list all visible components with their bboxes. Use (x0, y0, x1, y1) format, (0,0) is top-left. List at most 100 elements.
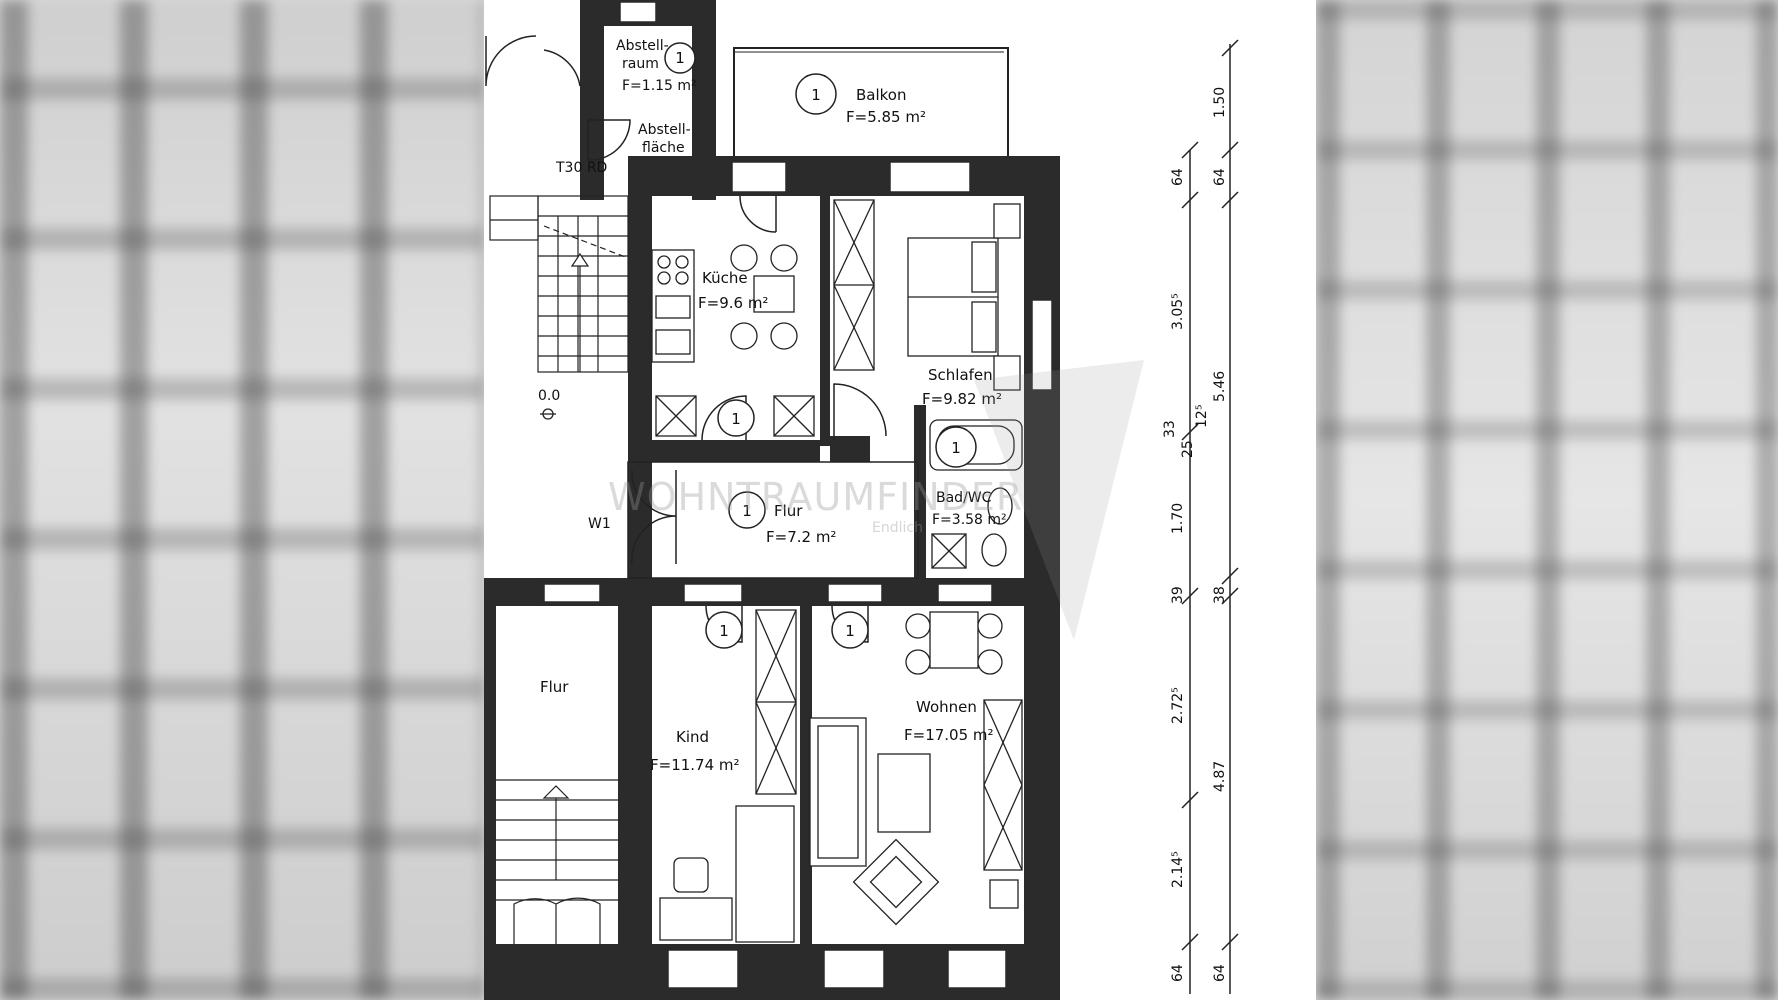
door-swing (543, 49, 581, 87)
window (667, 949, 739, 989)
room-marker (717, 399, 755, 437)
window-w1-door (631, 469, 677, 565)
wall (830, 436, 870, 462)
room-name-flur: Flur (774, 502, 803, 520)
shelf-cross (983, 784, 1023, 871)
dim-tick (1221, 587, 1239, 605)
marker-number: 1 (951, 439, 961, 457)
marker-number: 1 (719, 622, 729, 640)
room-name-kueche: Küche (702, 269, 748, 287)
wall (628, 160, 652, 580)
dimension-labels: 64 3.05⁵ 33 25 12⁵ 1.70 39 2.72⁵ 2.14⁵ 6… (1162, 87, 1228, 982)
wardrobe-cross (833, 199, 875, 286)
room-name-abstellflaeche-2: fläche (642, 140, 685, 156)
room-area-wohnen: F=17.05 m² (904, 726, 994, 744)
dim-label: 39 (1170, 586, 1186, 604)
dim-label: 64 (1212, 964, 1228, 982)
window-openings (543, 1, 1053, 989)
dim-label: 64 (1170, 964, 1186, 982)
dim-label: 1.50 (1212, 87, 1228, 118)
room-area-schlafen: F=9.82 m² (922, 390, 1002, 408)
kid-bed (735, 805, 795, 943)
room-name-abstellflaeche-1: Abstell- (638, 122, 691, 138)
dim-label: 1.70 (1170, 503, 1186, 534)
dim-tick (1181, 141, 1199, 159)
stove-burner (657, 255, 671, 269)
dim-label: 64 (1170, 168, 1186, 186)
cabinet-cross (655, 395, 697, 437)
cabinet-cross (773, 395, 815, 437)
room-area-bad: F=3.58 m² (932, 512, 1007, 528)
room-area-kueche: F=9.6 m² (698, 294, 768, 312)
chair (770, 244, 798, 272)
wardrobe-cross (755, 701, 797, 795)
marker-number: 1 (731, 410, 741, 428)
doors (485, 35, 887, 643)
window-label-w1: W1 (588, 516, 611, 532)
dim-label: 2.14⁵ (1170, 851, 1186, 888)
stove-burner (675, 255, 689, 269)
dim-label: 64 (1212, 168, 1228, 186)
dim-tick (1181, 587, 1199, 605)
wardrobe-cross (755, 609, 797, 703)
window (937, 583, 993, 603)
blurred-background-left (0, 0, 484, 1000)
room-name-stair-flur: Flur (540, 678, 569, 696)
room-marker (935, 426, 977, 468)
window (619, 1, 657, 23)
wall (618, 578, 652, 1000)
window (543, 583, 601, 603)
kitchen-unit (655, 329, 691, 355)
room-markers (664, 42, 977, 649)
kitchen-table (753, 275, 795, 313)
dim-tick (1181, 191, 1199, 209)
door-swing (701, 395, 747, 441)
chair (730, 244, 758, 272)
dim-tick (1221, 567, 1239, 585)
window (827, 583, 883, 603)
window (1031, 299, 1053, 391)
door-swing (739, 195, 777, 233)
room-name-abstellraum-1: Abstell- (616, 38, 669, 54)
stove-burner (675, 271, 689, 285)
toilet (981, 533, 1007, 567)
coffee-table (877, 753, 931, 833)
watermark-logo-icon (974, 360, 1144, 640)
room-name-schlafen: Schlafen (928, 366, 993, 384)
dim-label: 2.72⁵ (1170, 687, 1186, 724)
window (947, 949, 1007, 989)
corridor (627, 461, 919, 579)
floor-plan: 1 Abstell- raum F=1.15 m² Abstell- fläch… (484, 0, 1316, 1000)
door-swing (485, 35, 537, 87)
room-marker (705, 611, 743, 649)
sink (655, 295, 691, 319)
dining-table (929, 611, 979, 669)
dim-tick (1221, 191, 1239, 209)
staircase-lower (496, 779, 618, 944)
room-name-abstellraum-2: raum (622, 56, 659, 72)
wall (580, 0, 604, 200)
wall (652, 440, 820, 462)
dim-label: 38 (1212, 586, 1228, 604)
dim-tick (1181, 791, 1199, 809)
room-area-flur: F=7.2 m² (766, 528, 836, 546)
chair (730, 322, 758, 350)
level-label: 0.0 (538, 388, 560, 404)
room-marker (664, 42, 696, 74)
watermark-brand: WOHNTRAUMFINDER (608, 475, 1023, 519)
room-name-balkon: Balkon (856, 86, 907, 104)
marker-number: 1 (675, 49, 685, 67)
dim-tick (1221, 933, 1239, 951)
stair-arrow-head (570, 252, 590, 267)
dim-tick (1221, 39, 1239, 57)
landing (489, 195, 539, 241)
chair (770, 322, 798, 350)
wall (820, 196, 830, 446)
window (889, 161, 971, 193)
stair-line (543, 225, 629, 259)
room-area-balkon: F=5.85 m² (846, 108, 926, 126)
chair (905, 649, 931, 675)
room-marker (795, 73, 837, 115)
desk-chair (673, 857, 709, 893)
shelf (983, 699, 1023, 871)
